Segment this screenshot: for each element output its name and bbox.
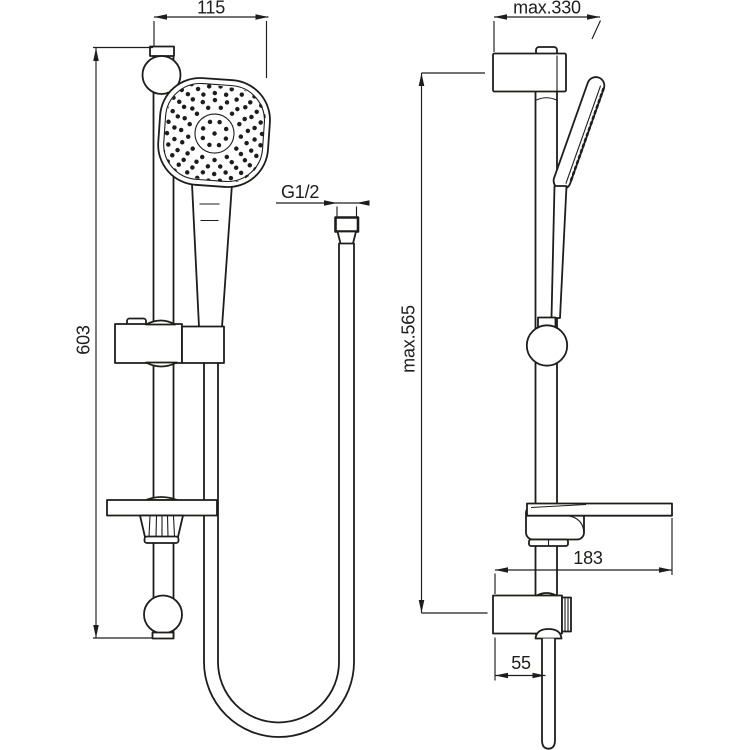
shower-hose-front xyxy=(203,242,355,738)
dimension-55: 55 xyxy=(494,637,546,681)
hand-shower-head-side xyxy=(552,76,606,191)
dimension-label-front-height: 603 xyxy=(73,325,93,355)
shower-hose-side xyxy=(541,638,556,750)
hose-thread-connector xyxy=(334,216,360,245)
slider-knob-side xyxy=(525,316,569,367)
slider-bracket-front xyxy=(114,317,225,368)
rail-top-cap xyxy=(149,45,175,57)
dimension-183: 183 xyxy=(494,518,673,594)
wall-bracket-top-side xyxy=(492,46,567,93)
dimension-label-hose-thread: G1/2 xyxy=(281,182,319,202)
dimension-label-hose-offset: 55 xyxy=(511,653,531,673)
dimension-label-shelf-depth: 183 xyxy=(573,548,603,568)
wall-bracket-bottom-side xyxy=(492,592,572,640)
dimension-max565: max.565 xyxy=(398,72,488,614)
dimension-label-side-height: max.565 xyxy=(398,305,418,373)
dimension-115: 115 xyxy=(153,0,269,78)
front-view xyxy=(106,45,360,738)
lower-end-knob xyxy=(143,594,183,640)
dimension-label-front-width: 115 xyxy=(197,0,225,18)
dimension-label-side-depth: max.330 xyxy=(513,0,581,18)
dimension-603: 603 xyxy=(73,46,153,639)
dimension-max330: max.330 xyxy=(493,0,602,52)
hand-shower-handle-side xyxy=(550,185,568,319)
dimension-g12: G1/2 xyxy=(276,182,370,217)
upper-glider-knob xyxy=(141,55,182,95)
hand-shower-head-front xyxy=(157,77,271,188)
soap-shelf-front xyxy=(106,496,218,544)
side-view xyxy=(492,46,673,750)
soap-shelf-side xyxy=(525,502,673,547)
hand-shower-handle-front xyxy=(191,183,233,328)
